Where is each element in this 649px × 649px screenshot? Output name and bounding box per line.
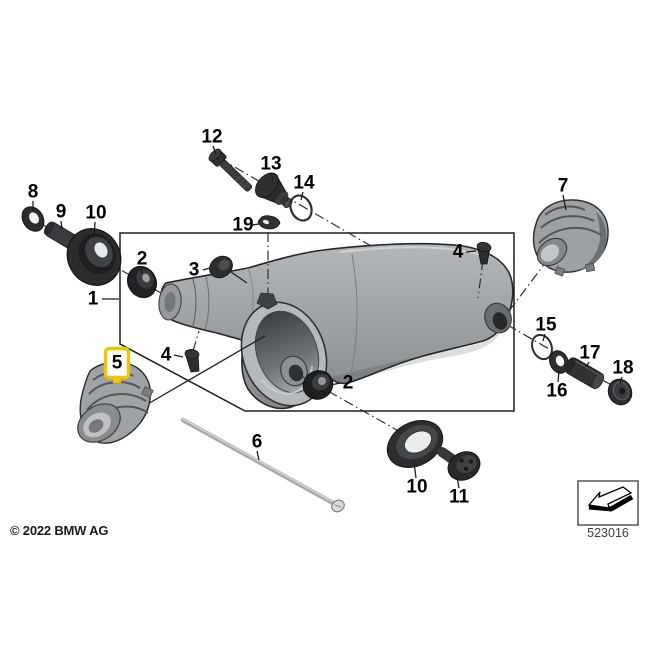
callout-18[interactable]: 18 (612, 357, 634, 379)
leader-lines (32, 145, 623, 489)
callout-16[interactable]: 16 (546, 380, 568, 402)
part-2-left-bushing (127, 265, 157, 299)
callout-5-highlighted[interactable]: 5 (111, 352, 123, 374)
top-bracket (256, 292, 278, 310)
callout-15[interactable]: 15 (535, 314, 557, 336)
callout-11[interactable]: 11 (448, 486, 470, 508)
left-pivot-cap-bore (164, 292, 176, 312)
part-2-bottom-bushing (302, 370, 334, 400)
left-arm-collar (191, 278, 197, 329)
callout-4-top[interactable]: 4 (452, 241, 464, 263)
part-6-cable-strap (180, 417, 345, 513)
part-10-bottom-ring (386, 420, 444, 468)
callout-4-bottom[interactable]: 4 (160, 344, 172, 366)
callout-9[interactable]: 9 (55, 201, 67, 223)
callout-10-left[interactable]: 10 (85, 202, 107, 224)
part-7-bellows (532, 199, 609, 277)
direction-arrow-icon (587, 486, 634, 512)
diagram-code: 523016 (587, 526, 629, 540)
callout-1[interactable]: 1 (87, 288, 99, 310)
arm-lower-shading (330, 320, 506, 384)
part-4-bottom-plug (184, 348, 200, 373)
callout-19[interactable]: 19 (232, 214, 254, 236)
part-11-screw (437, 447, 481, 481)
part-12-screw (208, 148, 253, 192)
part-10-left-bushing (66, 228, 122, 286)
body-seam (349, 253, 358, 381)
part-18-cover-disc (607, 378, 633, 406)
part-16-washer (549, 350, 569, 374)
callout-3[interactable]: 3 (188, 259, 200, 281)
direction-icon-box (577, 480, 639, 526)
callout-12[interactable]: 12 (201, 126, 223, 148)
left-arm-collar-2 (204, 276, 210, 331)
callout-10-bottom[interactable]: 10 (406, 476, 428, 498)
part-13-taper-bush (255, 172, 293, 209)
part-3-buffer (209, 255, 248, 284)
callout-7[interactable]: 7 (557, 175, 569, 197)
callout-17[interactable]: 17 (579, 342, 601, 364)
arm-top-highlight (339, 246, 490, 258)
part-14-snap-ring (289, 194, 313, 222)
right-axle-bore (492, 312, 508, 330)
frame-box (119, 232, 515, 412)
part-5-bellows (77, 361, 154, 444)
callout-14[interactable]: 14 (293, 172, 315, 194)
part-4-top-plug (476, 241, 492, 265)
callout-2-left[interactable]: 2 (136, 248, 148, 270)
part-19-clip (257, 215, 281, 230)
callout-8[interactable]: 8 (27, 181, 39, 203)
callout-2-bottom[interactable]: 2 (342, 372, 354, 394)
part-8-seal-ring (21, 206, 45, 232)
callout-6[interactable]: 6 (251, 431, 263, 453)
copyright-text: © 2022 BMW AG (10, 523, 109, 538)
leader-part5-to-bore (145, 335, 266, 406)
part-15-o-ring (531, 333, 553, 361)
highlight-box-part-5[interactable] (103, 346, 131, 384)
callout-13[interactable]: 13 (260, 153, 282, 175)
part-17-spacer-sleeve (564, 357, 605, 390)
